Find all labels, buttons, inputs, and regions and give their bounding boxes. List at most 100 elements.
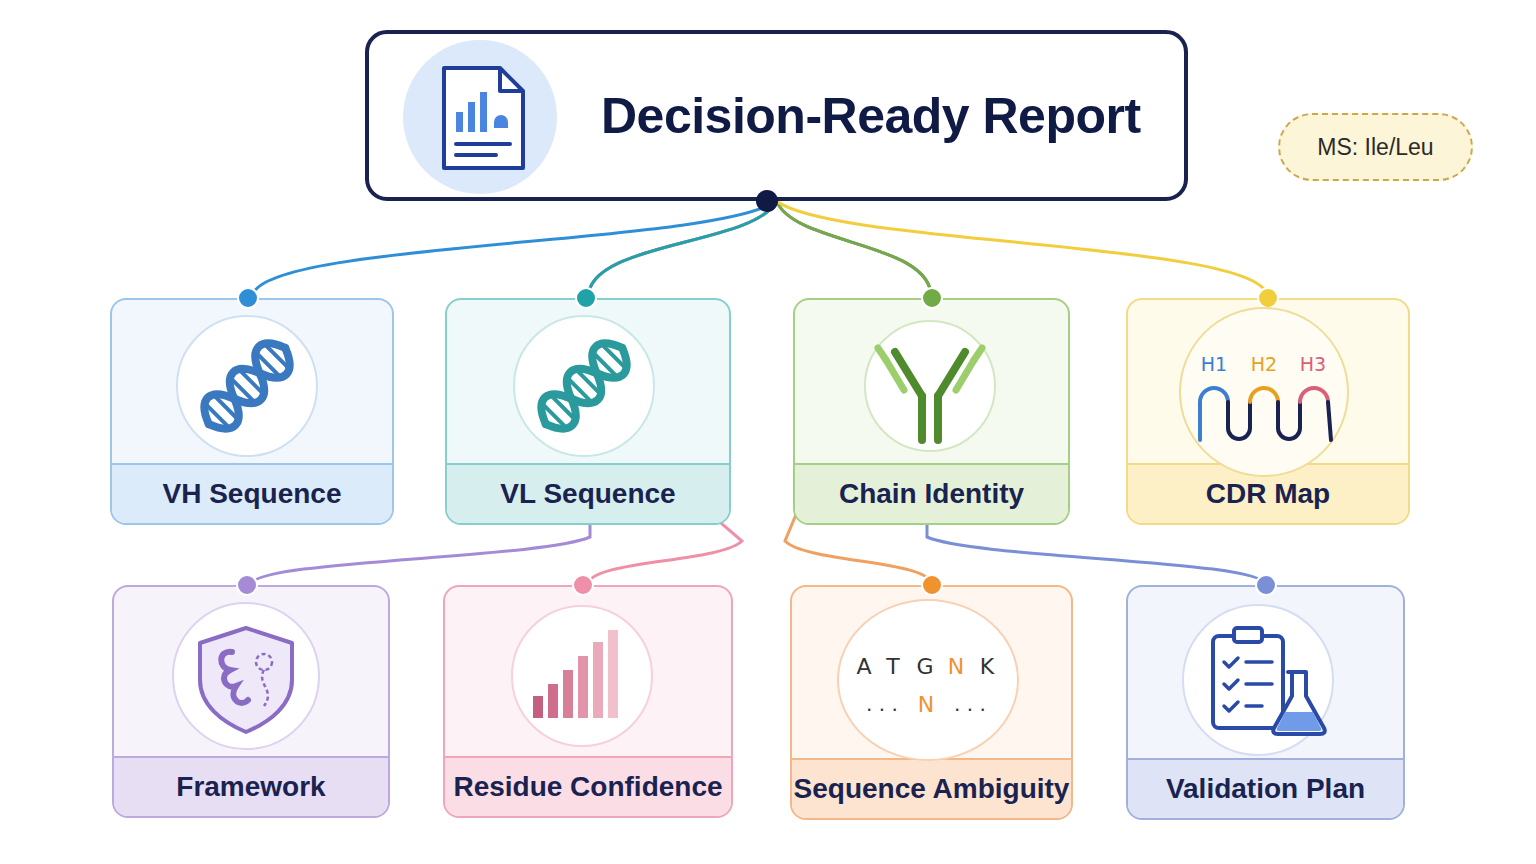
topic-card: Validation Plan <box>1126 585 1405 820</box>
list-lines <box>1246 662 1272 706</box>
card-label: Chain Identity <box>839 478 1024 510</box>
card-footer: Chain Identity <box>795 463 1068 523</box>
light-chain <box>886 360 904 390</box>
note-text: MS: Ile/Leu <box>1317 134 1433 161</box>
card-label: CDR Map <box>1206 478 1330 510</box>
helix-rung <box>256 353 280 377</box>
helix-strand <box>195 334 299 438</box>
flask-liquid <box>1277 712 1322 731</box>
sequence-ellipsis: . . . <box>954 692 986 716</box>
framework-segment <box>1328 402 1331 440</box>
confidence-bar <box>593 642 603 718</box>
helix <box>532 334 636 438</box>
shield <box>200 628 292 732</box>
fold-structure <box>256 654 272 670</box>
card-footer: CDR Map <box>1128 463 1408 523</box>
topic-card: Residue Confidence <box>443 585 733 818</box>
title-box: Decision-Ready Report <box>365 30 1188 201</box>
dna-icon <box>514 316 654 456</box>
icon-circle <box>512 606 652 746</box>
helix-rung <box>604 346 624 366</box>
helix-rung <box>214 395 238 419</box>
icon-circle <box>403 40 557 194</box>
helix-strand <box>532 334 636 438</box>
cdr-loops-icon <box>1180 308 1348 476</box>
loop-label: H1 <box>1201 353 1227 375</box>
document-outline <box>444 68 523 168</box>
bar-chart-icon <box>512 606 652 746</box>
cdr-loop <box>1300 388 1328 402</box>
title-text: Decision-Ready Report <box>601 87 1141 145</box>
text-line <box>456 142 510 146</box>
helix-rung <box>240 370 263 393</box>
card-footer: Sequence Ambiguity <box>792 758 1071 818</box>
framework-segment <box>1228 402 1250 439</box>
helix-rung <box>551 395 575 419</box>
confidence-bar <box>533 696 543 718</box>
card-footer: Framework <box>114 756 388 816</box>
chart-mark <box>494 115 508 128</box>
chart-bar <box>480 92 487 132</box>
checkmarks <box>1224 658 1238 711</box>
topic-card: VL Sequence <box>445 298 731 525</box>
chart-bar <box>456 112 463 132</box>
sequence-letter: T <box>886 654 899 679</box>
card-label: Sequence Ambiguity <box>794 773 1070 805</box>
sequence-letter: K <box>980 654 994 679</box>
icon-circle <box>865 321 995 451</box>
anchor-dot <box>576 288 596 308</box>
fold-structure <box>221 652 248 703</box>
sequence-ellipsis: . . . <box>866 692 898 716</box>
clipboard-clip <box>1234 628 1262 642</box>
connector-line <box>252 201 777 298</box>
card-label: VH Sequence <box>163 478 342 510</box>
cdr-loop <box>1200 388 1228 440</box>
card-label: Residue Confidence <box>453 771 722 803</box>
confidence-bar <box>608 630 618 718</box>
ambiguous-residue: N <box>948 654 964 679</box>
anchor-dot <box>1256 575 1276 595</box>
topic-card: Framework <box>112 585 390 818</box>
flask <box>1273 672 1325 734</box>
light-chain <box>974 348 982 360</box>
sequence-letter: G <box>916 654 933 679</box>
helix-rung <box>267 346 287 366</box>
fold-structure <box>262 670 268 706</box>
connector-line <box>777 201 932 298</box>
loop-label: H3 <box>1300 353 1326 375</box>
helix-strand <box>532 334 636 438</box>
heavy-chain <box>918 396 926 440</box>
topic-card: CDR Map <box>1126 298 1410 525</box>
connector-line <box>777 201 1269 298</box>
topic-card: Chain Identity <box>793 298 1070 525</box>
anchor-dot <box>238 288 258 308</box>
helix <box>195 334 299 438</box>
heavy-chain <box>938 352 965 396</box>
connector-line <box>588 201 777 298</box>
framework-segment <box>1278 402 1300 439</box>
clipboard <box>1213 636 1283 728</box>
helix-strand <box>195 334 299 438</box>
checklist-flask-icon <box>1183 605 1333 755</box>
icon-circle <box>1180 308 1348 476</box>
topic-card: VH Sequence <box>110 298 394 525</box>
card-label: Framework <box>176 771 325 803</box>
anchor-dot <box>1258 288 1278 308</box>
helix-rung <box>544 406 564 426</box>
text-line <box>456 153 496 157</box>
helix-rung <box>231 379 254 402</box>
anchor-dot <box>922 575 942 595</box>
icon-circle <box>177 316 317 456</box>
confidence-bar <box>548 684 558 718</box>
helix-rung <box>568 379 591 402</box>
icon-circle <box>838 600 1018 760</box>
helix-rung <box>207 406 227 426</box>
heavy-chain <box>895 352 922 396</box>
cdr-loop <box>1250 388 1278 402</box>
card-label: VL Sequence <box>500 478 675 510</box>
helix-rung <box>577 370 600 393</box>
confidence-bar <box>563 670 573 718</box>
